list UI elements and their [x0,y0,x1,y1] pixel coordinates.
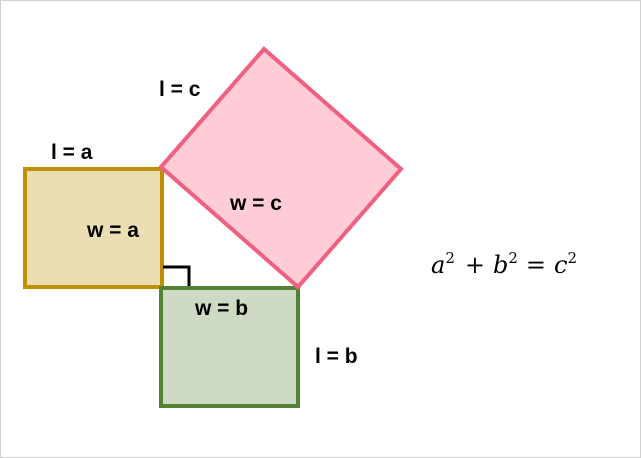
right-angle-marker [163,265,191,286]
eq-c: c [554,251,567,279]
square-a [23,167,164,289]
label-l-b: l = b [315,345,358,368]
label-l-a: l = a [51,141,93,164]
square-c [158,46,404,290]
label-w-c: w = c [229,192,282,215]
label-l-c: l = c [159,78,201,101]
square-b [159,286,300,408]
eq-plus: + [465,251,485,279]
eq-a: a [431,251,445,279]
eq-exp-c: 2 [567,249,577,267]
eq-exp-b: 2 [508,249,518,267]
label-w-b: w = b [194,297,248,320]
eq-b: b [493,251,508,279]
eq-equals: = [526,251,546,279]
eq-exp-a: 2 [445,249,455,267]
pythagorean-equation: a2+b2=c2 [431,249,577,279]
label-w-a: w = a [86,219,139,242]
